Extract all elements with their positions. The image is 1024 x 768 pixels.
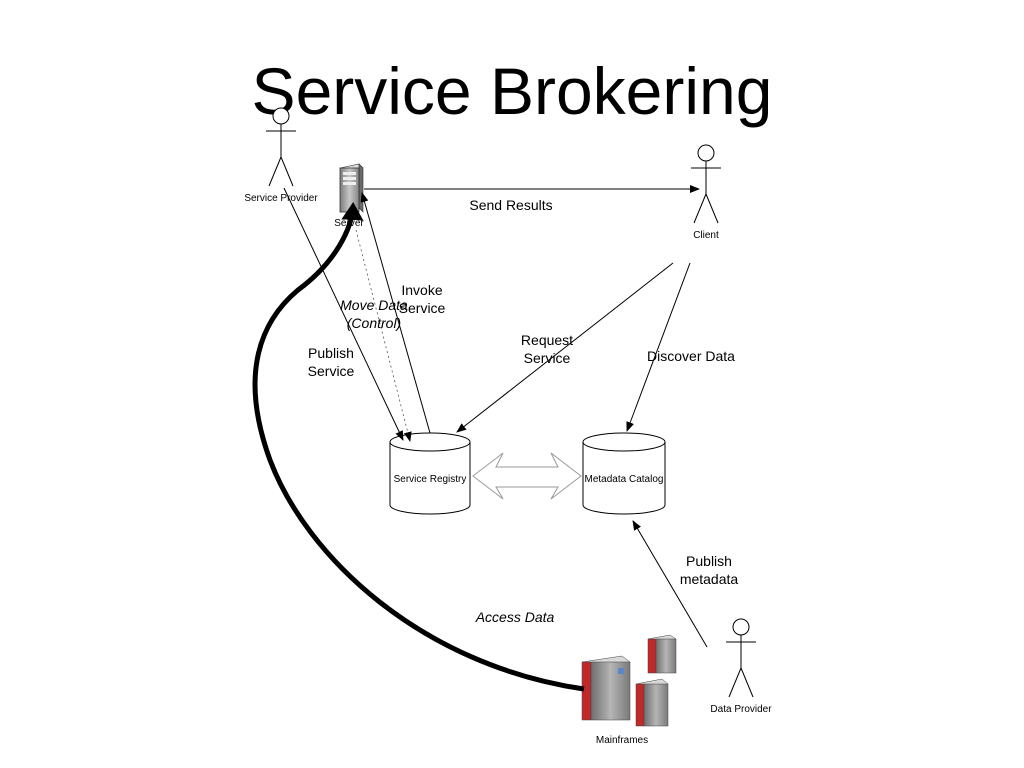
move-data-label-line2: (Control): [347, 315, 401, 331]
client-actor-icon: [691, 144, 721, 224]
move-data-label-line1: Move Data: [340, 297, 408, 313]
service-provider-label: Service Provider: [244, 193, 318, 204]
access-data-label: Access Data: [475, 609, 555, 625]
publish-metadata-label-line2: metadata: [680, 571, 739, 587]
move-data-dotted-arrow: [355, 229, 412, 442]
request-service-arrow: [456, 262, 674, 433]
send-results-label: Send Results: [469, 197, 552, 213]
discover-data-arrow: [626, 262, 691, 432]
service-registry-label: Service Registry: [394, 474, 467, 485]
page-title: Service Brokering: [251, 54, 773, 128]
data-provider-label: Data Provider: [710, 704, 772, 715]
data-provider-actor-icon: [726, 618, 756, 698]
publish-metadata-arrow: [632, 520, 708, 648]
metadata-catalog-database-icon: [582, 432, 666, 515]
mainframes-label: Mainframes: [596, 735, 648, 746]
publish-service-arrow: [283, 187, 404, 441]
request-service-label-line1: Request: [521, 332, 573, 348]
metadata-catalog-label: Metadata Catalog: [585, 474, 664, 485]
request-service-label-line2: Service: [524, 350, 571, 366]
invoke-service-label-line1: Invoke: [401, 282, 442, 298]
mainframes-icon: [581, 634, 677, 727]
publish-service-label-line2: Service: [308, 363, 355, 379]
server-icon: [339, 163, 364, 213]
invoke-service-arrow: [360, 192, 431, 434]
publish-service-label-line1: Publish: [308, 345, 354, 361]
invoke-service-label-line2: Service: [399, 300, 446, 316]
publish-metadata-label-line1: Publish: [686, 553, 732, 569]
service-provider-actor-icon: [266, 107, 296, 187]
client-label: Client: [693, 230, 719, 241]
discover-data-label: Discover Data: [647, 348, 735, 364]
access-data-thick-arrow: [252, 202, 585, 692]
registry-catalog-double-arrow: [472, 452, 582, 500]
